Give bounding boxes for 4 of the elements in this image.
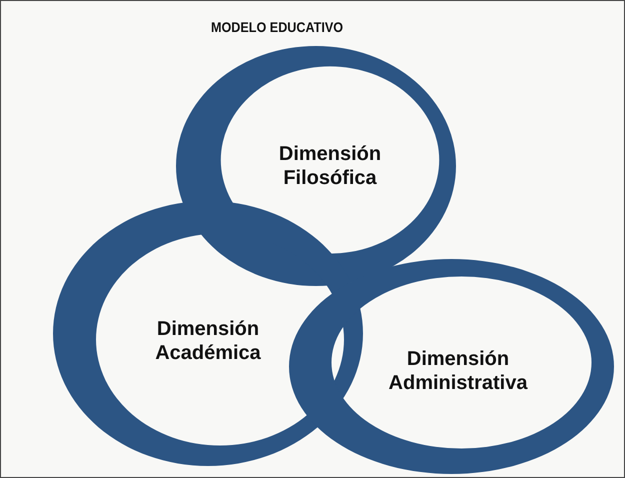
diagram-title: MODELO EDUCATIVO bbox=[211, 19, 344, 35]
ring-label: Dimensión Administrativa bbox=[388, 346, 529, 395]
ring-label: Dimensión Académica bbox=[154, 317, 262, 366]
ring-label: Dimensión Filosófica bbox=[278, 142, 382, 190]
